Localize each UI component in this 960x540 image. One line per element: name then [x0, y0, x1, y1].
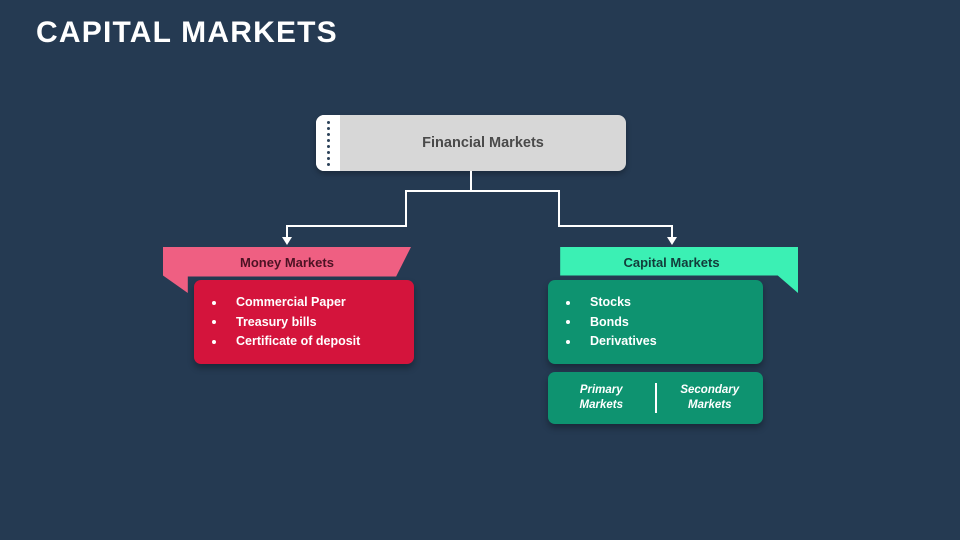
- bullet-dot-icon: [566, 320, 570, 324]
- node-handle-dots: [316, 115, 340, 171]
- page-title: CAPITAL MARKETS: [36, 16, 338, 49]
- list-item: Derivatives: [564, 332, 763, 352]
- bullet-dot-icon: [212, 300, 216, 305]
- connector-horizontal-left: [286, 225, 407, 227]
- bullet-dot-icon: [212, 339, 216, 344]
- list-item-label: Commercial Paper: [236, 295, 346, 309]
- handle-dot: [326, 156, 330, 160]
- handle-dot: [326, 138, 330, 142]
- connector-drop-right: [558, 190, 560, 226]
- connector-stem: [470, 171, 472, 191]
- list-item: Certificate of deposit: [210, 332, 414, 352]
- list-item-label: Certificate of deposit: [236, 334, 361, 348]
- connector-tail-right: [671, 225, 673, 238]
- list-item: Stocks: [564, 293, 763, 313]
- handle-dot: [326, 132, 330, 136]
- banner-label-money-markets: Money Markets: [240, 255, 334, 270]
- connector-horizontal-top: [405, 190, 560, 192]
- list-item-label: Treasury bills: [236, 314, 317, 329]
- list-item: Bonds: [564, 313, 763, 333]
- connector-horizontal-right: [558, 225, 673, 227]
- list-item: Commercial Paper: [210, 293, 414, 313]
- bullet-dot-icon: [566, 300, 570, 305]
- arrow-down-icon-left: [282, 237, 292, 245]
- node-label-financial-markets: Financial Markets: [422, 135, 544, 151]
- vertical-divider: [654, 383, 657, 413]
- body-money-markets: Commercial Paper Treasury bills Certific…: [194, 280, 414, 364]
- list-item: Treasury bills: [210, 313, 414, 333]
- connector-tail-left: [286, 225, 288, 238]
- handle-dot: [326, 126, 330, 130]
- list-money-markets: Commercial Paper Treasury bills Certific…: [194, 293, 414, 352]
- body-capital-markets: Stocks Bonds Derivatives: [548, 280, 763, 364]
- bullet-dot-icon: [212, 320, 216, 324]
- node-financial-markets[interactable]: Financial Markets: [316, 115, 626, 171]
- banner-label-capital-markets: Capital Markets: [623, 255, 720, 270]
- handle-dot: [326, 120, 330, 124]
- list-capital-markets: Stocks Bonds Derivatives: [548, 293, 763, 352]
- list-item-label: Stocks: [590, 295, 631, 309]
- handle-dot: [326, 150, 330, 154]
- bullet-dot-icon: [566, 339, 570, 344]
- handle-dot: [326, 162, 330, 166]
- list-item-label: Bonds: [590, 314, 629, 329]
- arrow-down-icon-right: [667, 237, 677, 245]
- connector-drop-left: [405, 190, 407, 226]
- handle-dot: [326, 144, 330, 148]
- list-item-label: Derivatives: [590, 334, 657, 348]
